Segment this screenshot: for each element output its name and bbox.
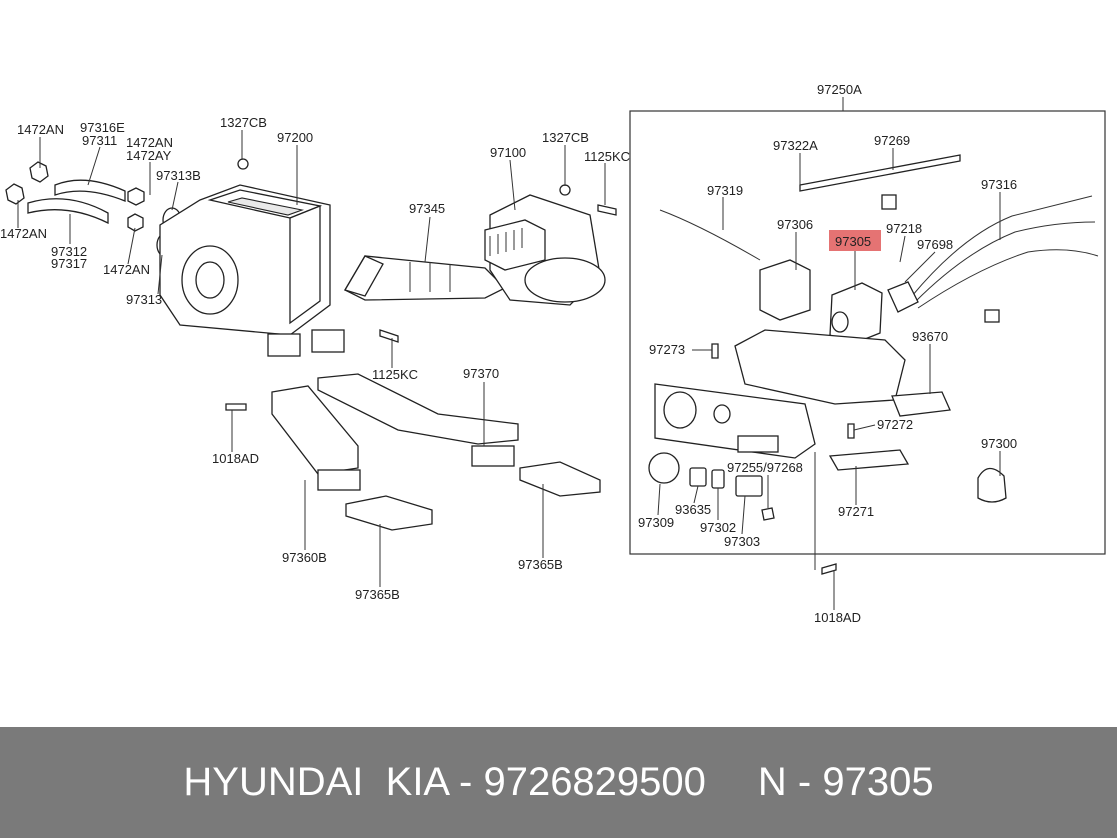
label-97255-97268: 97255/97268 <box>727 460 803 475</box>
vent-duct-97360B <box>271 385 361 491</box>
label-97313B: 97313B <box>156 168 201 183</box>
connector-97698 <box>887 281 919 313</box>
label-97316: 97316 <box>981 177 1017 192</box>
label-1472AY: 1472AY <box>126 148 172 163</box>
defroster-duct-97370 <box>317 373 519 467</box>
label-97100: 97100 <box>490 145 526 160</box>
label-1472AN: 1472AN <box>0 226 47 241</box>
label-97319: 97319 <box>707 183 743 198</box>
label-97272: 97272 <box>877 417 913 432</box>
label-97309: 97309 <box>638 515 674 530</box>
label-1125KC: 1125KC <box>584 149 630 164</box>
label-97306: 97306 <box>777 217 813 232</box>
label-1472AN: 1472AN <box>126 135 173 150</box>
vent-duct-97365B <box>345 461 601 531</box>
label-1472AN: 1472AN <box>103 262 150 277</box>
blower-unit-97100 <box>484 194 606 306</box>
label-97200: 97200 <box>277 130 313 145</box>
label-93670: 93670 <box>912 329 948 344</box>
heater-hose <box>27 179 126 225</box>
label-93635: 93635 <box>675 502 711 517</box>
label-97303: 97303 <box>724 534 760 549</box>
label-97313: 97313 <box>126 292 162 307</box>
label-97302: 97302 <box>700 520 736 535</box>
switch-buttons <box>689 467 775 521</box>
bolt-1125KC <box>379 204 617 343</box>
label-97316E: 97316E <box>80 120 125 135</box>
label-1018AD: 1018AD <box>814 610 861 625</box>
label-97317: 97317 <box>51 256 87 271</box>
label-97345: 97345 <box>409 201 445 216</box>
highlight-97305 <box>829 230 881 251</box>
air-duct-97345 <box>344 255 507 301</box>
label-97273: 97273 <box>649 342 685 357</box>
label-97305: 97305 <box>835 234 871 249</box>
brand-part-number: HYUNDAI KIA - 9726829500 <box>183 760 706 804</box>
leader-lines <box>17 97 1001 610</box>
screw-1018AD <box>225 403 837 575</box>
label-97311: 97311 <box>82 133 117 148</box>
control-panel-assembly <box>654 329 906 459</box>
label-1018AD: 1018AD <box>212 451 259 466</box>
label-97365B: 97365B <box>518 557 563 572</box>
knob-97309 <box>648 452 680 484</box>
module-93670 <box>891 391 951 417</box>
knob-97300 <box>977 467 1007 503</box>
label-97300: 97300 <box>981 436 1017 451</box>
label-97698: 97698 <box>917 237 953 252</box>
label-97218: 97218 <box>886 221 922 236</box>
wiring-harness-97269 <box>799 154 961 210</box>
heater-unit-97200 <box>159 184 345 357</box>
label-97312: 97312 <box>51 244 87 259</box>
reference-number: N - 97305 <box>757 760 934 804</box>
screw-1327CB <box>237 158 571 196</box>
label-97271: 97271 <box>838 504 874 519</box>
screw-97272 <box>847 423 855 439</box>
hose-clip-1472AN <box>5 161 145 232</box>
parts-diagram: 1472AN 97316E 97311 1472AN 97312 97317 1… <box>0 82 1106 625</box>
label-1327CB: 1327CB <box>542 130 589 145</box>
lever-97271 <box>828 449 910 471</box>
label-1125KC: 1125KC <box>372 367 418 382</box>
footer-bar: HYUNDAI KIA - 9726829500 N - 97305 <box>0 727 1117 838</box>
label-97322A: 97322A <box>773 138 818 153</box>
switch-97306 <box>759 259 811 321</box>
wiring-harness-97316 <box>911 195 1099 323</box>
screw-97273 <box>711 343 719 359</box>
part-labels: 1472AN 97316E 97311 1472AN 97312 97317 1… <box>0 82 1017 625</box>
cable-97319 <box>659 209 761 261</box>
label-97269: 97269 <box>874 133 910 148</box>
label-1327CB: 1327CB <box>220 115 267 130</box>
label-97250A: 97250A <box>817 82 862 97</box>
footer-caption: HYUNDAI KIA - 9726829500 N - 97305 <box>0 727 1117 838</box>
label-97370: 97370 <box>463 366 499 381</box>
label-97365B: 97365B <box>355 587 400 602</box>
control-assembly-frame-97250A <box>629 110 1106 555</box>
label-97360B: 97360B <box>282 550 327 565</box>
label-1472AN: 1472AN <box>17 122 64 137</box>
